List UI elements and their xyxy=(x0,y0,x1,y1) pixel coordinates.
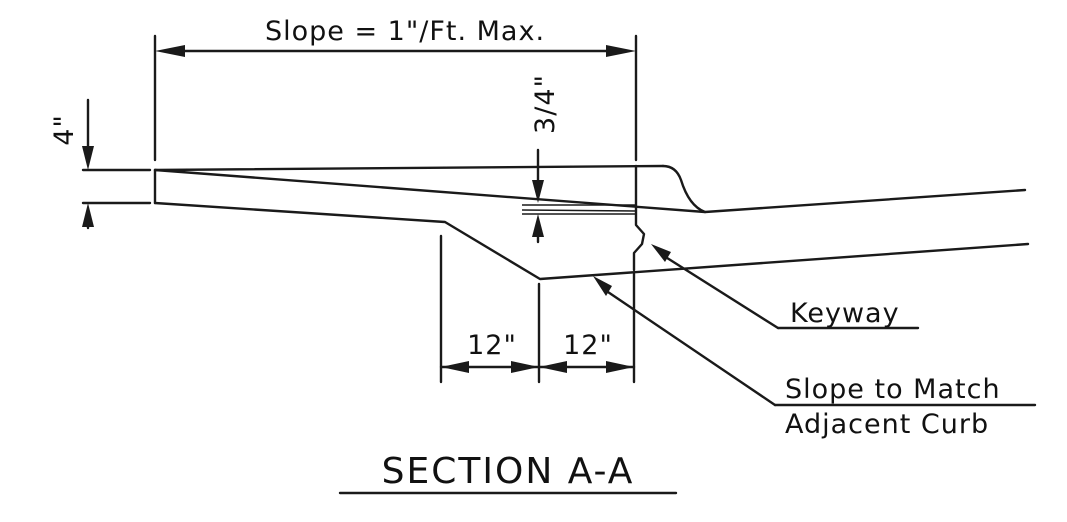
arrowhead xyxy=(532,180,544,203)
keyway-joint xyxy=(632,164,646,272)
arrowhead xyxy=(606,45,636,57)
slope-match-callout: Slope to Match Adjacent Curb xyxy=(593,276,1037,440)
arrowhead xyxy=(155,45,185,57)
slope-match-label-line2: Adjacent Curb xyxy=(785,409,989,440)
curb-top-surface xyxy=(661,164,1027,214)
arrowhead xyxy=(532,214,544,237)
arrowhead xyxy=(606,361,634,373)
section-title-group: SECTION A-A xyxy=(338,451,678,495)
keyway-label: Keyway xyxy=(790,298,900,329)
thickness-label: 4" xyxy=(49,114,80,146)
leader-line xyxy=(603,288,777,407)
width-dimension: 12" 12" xyxy=(439,234,636,384)
leader-line xyxy=(662,254,780,330)
drop-label: 3/4" xyxy=(530,74,561,134)
ramp-top-surface xyxy=(153,164,665,172)
slab-section xyxy=(153,164,1030,281)
arrowhead xyxy=(539,361,567,373)
ramp-bottom-surface xyxy=(153,201,1030,281)
arrowhead xyxy=(82,203,94,227)
thickness-dimension: 4" xyxy=(49,98,152,230)
keyway-callout: Keyway xyxy=(651,244,920,330)
slope-dimension: Slope = 1"/Ft. Max. xyxy=(153,16,638,162)
arrowhead xyxy=(82,146,94,170)
drop-dimension: 3/4" xyxy=(530,74,561,244)
width-left-label: 12" xyxy=(467,330,517,361)
slope-match-label-line1: Slope to Match xyxy=(785,374,1001,405)
drop-ref-line xyxy=(521,209,637,212)
width-right-label: 12" xyxy=(563,330,613,361)
section-title: SECTION A-A xyxy=(382,451,635,492)
arrowhead xyxy=(511,361,539,373)
arrowhead xyxy=(441,361,469,373)
slope-label: Slope = 1"/Ft. Max. xyxy=(265,16,545,47)
